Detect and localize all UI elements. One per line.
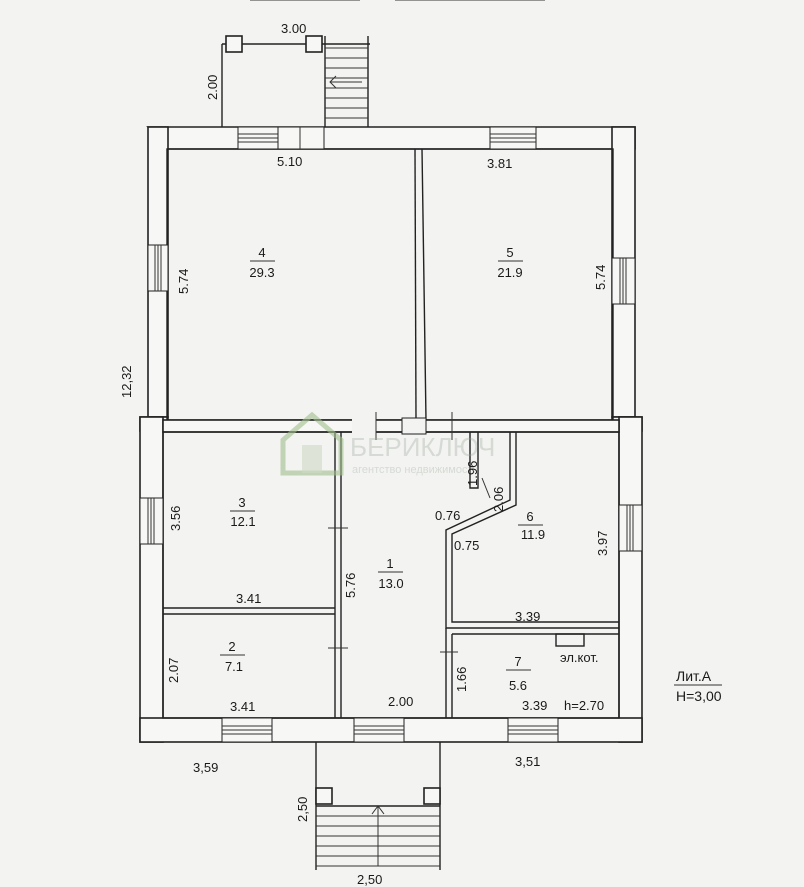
room-number: 5	[506, 245, 513, 260]
room-1: 1 13.0	[378, 556, 404, 591]
room-area: 11.9	[521, 527, 545, 542]
room-number: 1	[386, 556, 393, 571]
window-left-lower	[139, 497, 164, 545]
porch-bottom	[315, 742, 441, 870]
window-right-lower	[618, 504, 643, 552]
room-4-height-dim: 5.74	[176, 269, 191, 294]
room-area: 12.1	[230, 514, 255, 529]
room-area: 5.6	[509, 678, 527, 693]
room-7: 7 5.6 эл.кот. h=2.70	[506, 650, 604, 713]
room-2-width-dim: 3.41	[230, 699, 255, 714]
interior-doors	[328, 412, 491, 653]
outer-bottom-right: 3,51	[515, 754, 540, 769]
room-6: 6 11.9	[518, 509, 545, 542]
litera-height: H=3,00	[676, 688, 722, 704]
house-logo-icon	[280, 411, 344, 476]
room-7-height-dim: 1.66	[454, 667, 469, 692]
inner-walls	[162, 148, 620, 719]
window-bottom-left	[221, 717, 273, 743]
room-1-width-dim: 2.00	[388, 694, 413, 709]
room-2-height-dim: 2.07	[166, 658, 181, 683]
room-number: 2	[228, 639, 235, 654]
outer-bottom-left: 3,59	[193, 760, 218, 775]
porch-bottom-width: 2,50	[357, 872, 382, 887]
room-6-width-dim: 3.39	[515, 609, 540, 624]
window-left-upper	[147, 244, 169, 292]
corridor-dim-d: 0.75	[454, 538, 479, 553]
corridor-dim-c: 0.76	[435, 508, 460, 523]
room-1-height-dim: 5.76	[343, 573, 358, 598]
corridor-dim-b: 2.06	[491, 487, 506, 512]
room-area: 29.3	[249, 265, 274, 280]
watermark: БЕРИКЛЮЧ агентство недвижимости	[280, 411, 495, 476]
outer-height-left: 12,32	[119, 365, 134, 398]
boiler-label: эл.кот.	[560, 650, 598, 665]
room-number: 6	[526, 509, 533, 524]
door-bottom	[353, 717, 405, 743]
outer-width-top-right: 3.81	[487, 156, 512, 171]
room-area: 7.1	[225, 659, 243, 674]
room-area: 21.9	[497, 265, 522, 280]
room-7-width-dim: 3.39	[522, 698, 547, 713]
room-4: 4 29.3	[249, 245, 275, 280]
room-6-height-dim: 3.97	[595, 531, 610, 556]
porch-top	[221, 35, 370, 127]
room-5-height-dim: 5.74	[593, 265, 608, 290]
windows	[139, 126, 643, 743]
window-bottom-right	[507, 717, 559, 743]
watermark-brand: БЕРИКЛЮЧ	[350, 432, 495, 462]
room-3: 3 12.1	[230, 495, 256, 529]
room-3-width-dim: 3.41	[236, 591, 261, 606]
corridor-dim-a: 1.96	[465, 461, 480, 486]
litera-block: Лит.А H=3,00	[674, 668, 722, 704]
room-2: 2 7.1	[220, 639, 245, 674]
window-top-left	[237, 126, 279, 150]
room-5: 5 21.9	[497, 245, 523, 280]
door-top	[277, 126, 325, 150]
litera-name: Лит.А	[676, 668, 712, 684]
window-top-right	[489, 126, 537, 150]
watermark-tagline: агентство недвижимости	[352, 464, 479, 476]
room-number: 7	[514, 654, 521, 669]
porch-top-width: 3.00	[281, 21, 306, 36]
dimensions: 3.00 2.00 5.10 3.81 5.74 5.74 12,32 3.56…	[119, 21, 610, 887]
porch-top-depth: 2.00	[205, 75, 220, 100]
room-number: 4	[258, 245, 265, 260]
porch-bottom-depth: 2,50	[295, 797, 310, 822]
room-height: h=2.70	[564, 698, 604, 713]
window-right-upper	[611, 257, 636, 305]
room-area: 13.0	[378, 576, 403, 591]
room-3-height-dim: 3.56	[168, 506, 183, 531]
outer-width-top-left: 5.10	[277, 154, 302, 169]
room-number: 3	[238, 495, 245, 510]
